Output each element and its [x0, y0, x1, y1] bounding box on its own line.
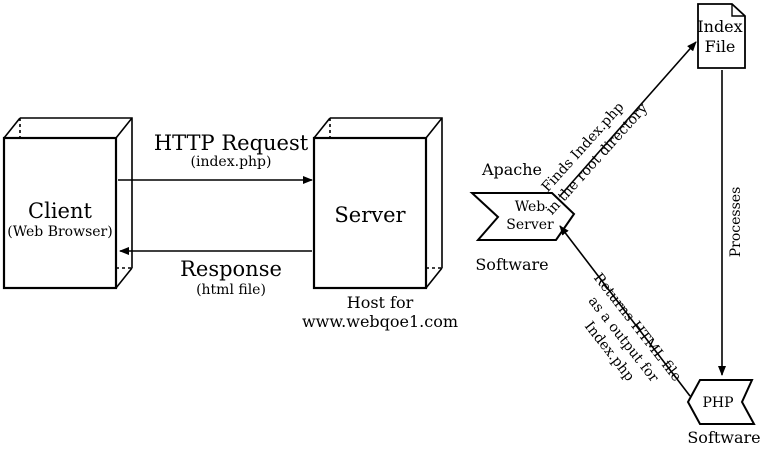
server-box: Server [312, 117, 443, 290]
server-title: Server [334, 203, 406, 227]
apache-label: Apache [481, 160, 542, 179]
response-label: Response [180, 257, 282, 281]
client-title: Client [28, 199, 92, 223]
index-file-shape: Index File [697, 3, 746, 69]
web-server-software-label: Software [475, 255, 548, 274]
client-subtitle: (Web Browser) [7, 224, 112, 240]
finds-label-line2: in the root directory [543, 100, 651, 218]
php-shape: PHP [686, 379, 756, 425]
response-sublabel: (html file) [196, 282, 266, 298]
processes-label: Processes [728, 187, 744, 258]
web-server-line2: Server [506, 217, 554, 233]
client-box: Client (Web Browser) [2, 117, 133, 290]
web-server-line1: Web [515, 199, 546, 215]
finds-arrow [559, 41, 697, 197]
server-host-line2: www.webqoe1.com [302, 312, 458, 331]
index-file-line1: Index [697, 17, 742, 36]
returns-arrow [559, 225, 691, 397]
index-file-line2: File [705, 37, 736, 56]
http-request-sublabel: (index.php) [191, 154, 272, 170]
php-label: PHP [702, 395, 733, 411]
server-host-line1: Host for [347, 293, 414, 312]
http-request-label: HTTP Request [154, 131, 309, 155]
php-software-label: Software [687, 428, 760, 447]
web-server-shape: Web Server [469, 192, 576, 241]
